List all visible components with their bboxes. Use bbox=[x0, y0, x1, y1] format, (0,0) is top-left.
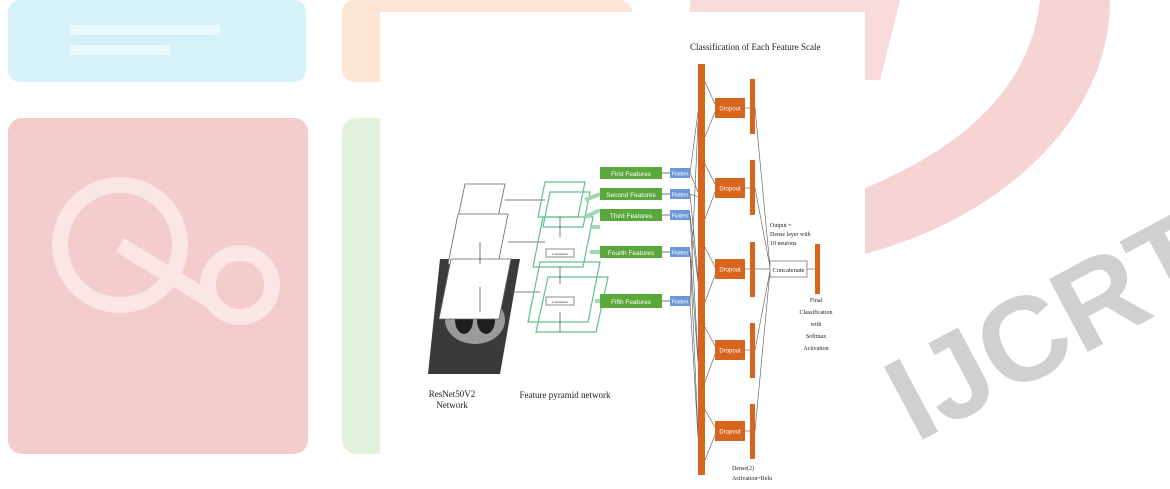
feature-row-4: Fourth Features Flatten bbox=[600, 246, 690, 258]
final-note-line5: Activation bbox=[803, 346, 828, 352]
resnet-layer-2 bbox=[447, 213, 509, 265]
branch-2-dropout-label: Dropout bbox=[719, 187, 741, 193]
branch-3-dropout-label: Dropout bbox=[719, 268, 741, 274]
third-features-label: Third Features bbox=[610, 213, 653, 220]
flatten-box-4 bbox=[670, 247, 690, 257]
fourth-features-box bbox=[600, 246, 662, 258]
fpn-layer-5 bbox=[535, 276, 609, 333]
dense-note-line1: Dense(2) bbox=[732, 465, 754, 472]
branch-2: Dropout bbox=[698, 146, 755, 238]
second-features-label: Second Features bbox=[606, 192, 656, 199]
third-features-box bbox=[600, 209, 662, 221]
branch-1-dropout-box bbox=[715, 98, 745, 118]
second-features-box bbox=[600, 188, 662, 200]
flatten-label-2: Flatten bbox=[672, 193, 689, 199]
concatenate-box bbox=[769, 260, 808, 278]
architecture-diagram: Classification of Each Feature Scale Res… bbox=[428, 42, 833, 482]
output-note-line1: Output = bbox=[770, 223, 792, 229]
flatten-label-3: Flatten bbox=[672, 214, 689, 220]
resnet-layer-3 bbox=[438, 258, 512, 320]
resnet-stack bbox=[428, 183, 520, 374]
feature-row-2: Second Features Flatten bbox=[600, 188, 690, 200]
branch-2-dense-bar bbox=[698, 146, 705, 238]
watermark-blue-tile bbox=[8, 0, 306, 82]
branch-5-dropout-box bbox=[715, 421, 745, 441]
fpn-concat-label-2: Concatenate bbox=[552, 300, 568, 304]
figure-panel: Classification of Each Feature Scale Res… bbox=[380, 12, 865, 489]
branch-4-output-bar bbox=[750, 323, 755, 378]
branch-3-dropout-box bbox=[715, 259, 745, 279]
feature-row-5: Fifth Features Flatten bbox=[600, 294, 690, 308]
final-output-bar bbox=[815, 244, 820, 294]
fpn-stack bbox=[527, 181, 609, 333]
branch-4-dropout-label: Dropout bbox=[719, 349, 741, 355]
first-features-label: First Features bbox=[611, 171, 652, 178]
branch-5-dropout-label: Dropout bbox=[719, 430, 741, 436]
final-note-line1: Final bbox=[810, 298, 823, 304]
final-note-line3: with bbox=[811, 322, 822, 328]
branch-1: Dropout bbox=[698, 64, 755, 156]
branch-1-dense-bar bbox=[698, 64, 705, 156]
fourth-features-label: Fourth Features bbox=[608, 250, 655, 257]
branch-5-output-bar bbox=[750, 404, 755, 459]
branch-4: Dropout bbox=[698, 310, 755, 402]
branch-1-dropout-label: Dropout bbox=[719, 107, 741, 113]
final-note-line4: Softmax bbox=[806, 333, 826, 340]
branch-4-dense-bar bbox=[698, 310, 705, 402]
first-features-box bbox=[600, 167, 662, 179]
fifth-features-label: Fifth Features bbox=[611, 299, 652, 306]
flatten-label-4: Flatten bbox=[672, 251, 689, 257]
fpn-layer-2 bbox=[532, 216, 594, 268]
fpn-to-features bbox=[584, 192, 601, 303]
gear-icon bbox=[52, 177, 280, 325]
resnet-label-line2: Network bbox=[436, 400, 468, 410]
fpn-label: Feature pyramid network bbox=[520, 390, 611, 400]
branch-3: Dropout bbox=[698, 230, 755, 322]
fpn-concat-label-1: Concatenate bbox=[552, 252, 568, 256]
branch-2-dropout-box bbox=[715, 178, 745, 198]
branch-2-output-bar bbox=[750, 160, 755, 215]
fifth-features-box bbox=[600, 294, 662, 308]
diagram-title: Classification of Each Feature Scale bbox=[690, 42, 820, 52]
flatten-box-1 bbox=[670, 168, 690, 178]
resnet-label-line1: ResNet50V2 bbox=[429, 389, 476, 399]
flatten-label-1: Flatten bbox=[672, 172, 689, 178]
output-note-line3: 10 neurons bbox=[770, 241, 797, 247]
fpn-layer-4 bbox=[542, 191, 591, 228]
concatenate-label: Concatenate bbox=[772, 267, 804, 274]
branch-5: Dropout bbox=[698, 395, 755, 475]
fpn-concat-box-1 bbox=[545, 248, 575, 258]
flatten-to-branches bbox=[689, 111, 699, 438]
output-note-line2: Dense layer with bbox=[770, 232, 811, 238]
watermark-red-swoosh bbox=[860, 0, 1110, 255]
fpn-layer-1 bbox=[537, 181, 586, 218]
feature-row-3: Third Features Flatten bbox=[600, 209, 690, 221]
flatten-box-5 bbox=[670, 296, 690, 306]
branches-to-concatenate bbox=[754, 107, 815, 432]
flatten-label-5: Flatten bbox=[672, 300, 689, 306]
dense-note-line2: Activation=Relu bbox=[732, 476, 772, 482]
branch-3-dense-bar bbox=[698, 230, 705, 322]
branch-4-dropout-box bbox=[715, 340, 745, 360]
branch-3-output-bar bbox=[750, 242, 755, 297]
flatten-box-3 bbox=[670, 210, 690, 220]
lateral-connections bbox=[505, 199, 545, 293]
branch-1-output-bar bbox=[750, 79, 755, 134]
branch-5-dense-bar bbox=[698, 395, 705, 475]
watermark-blue-tile-mark bbox=[70, 25, 220, 55]
final-note-line2: Classification bbox=[800, 309, 833, 316]
fpn-concat-box-2 bbox=[545, 296, 575, 306]
fpn-layer-3 bbox=[527, 261, 601, 323]
feature-row-1: First Features Flatten bbox=[600, 167, 690, 179]
flatten-box-2 bbox=[670, 189, 690, 199]
